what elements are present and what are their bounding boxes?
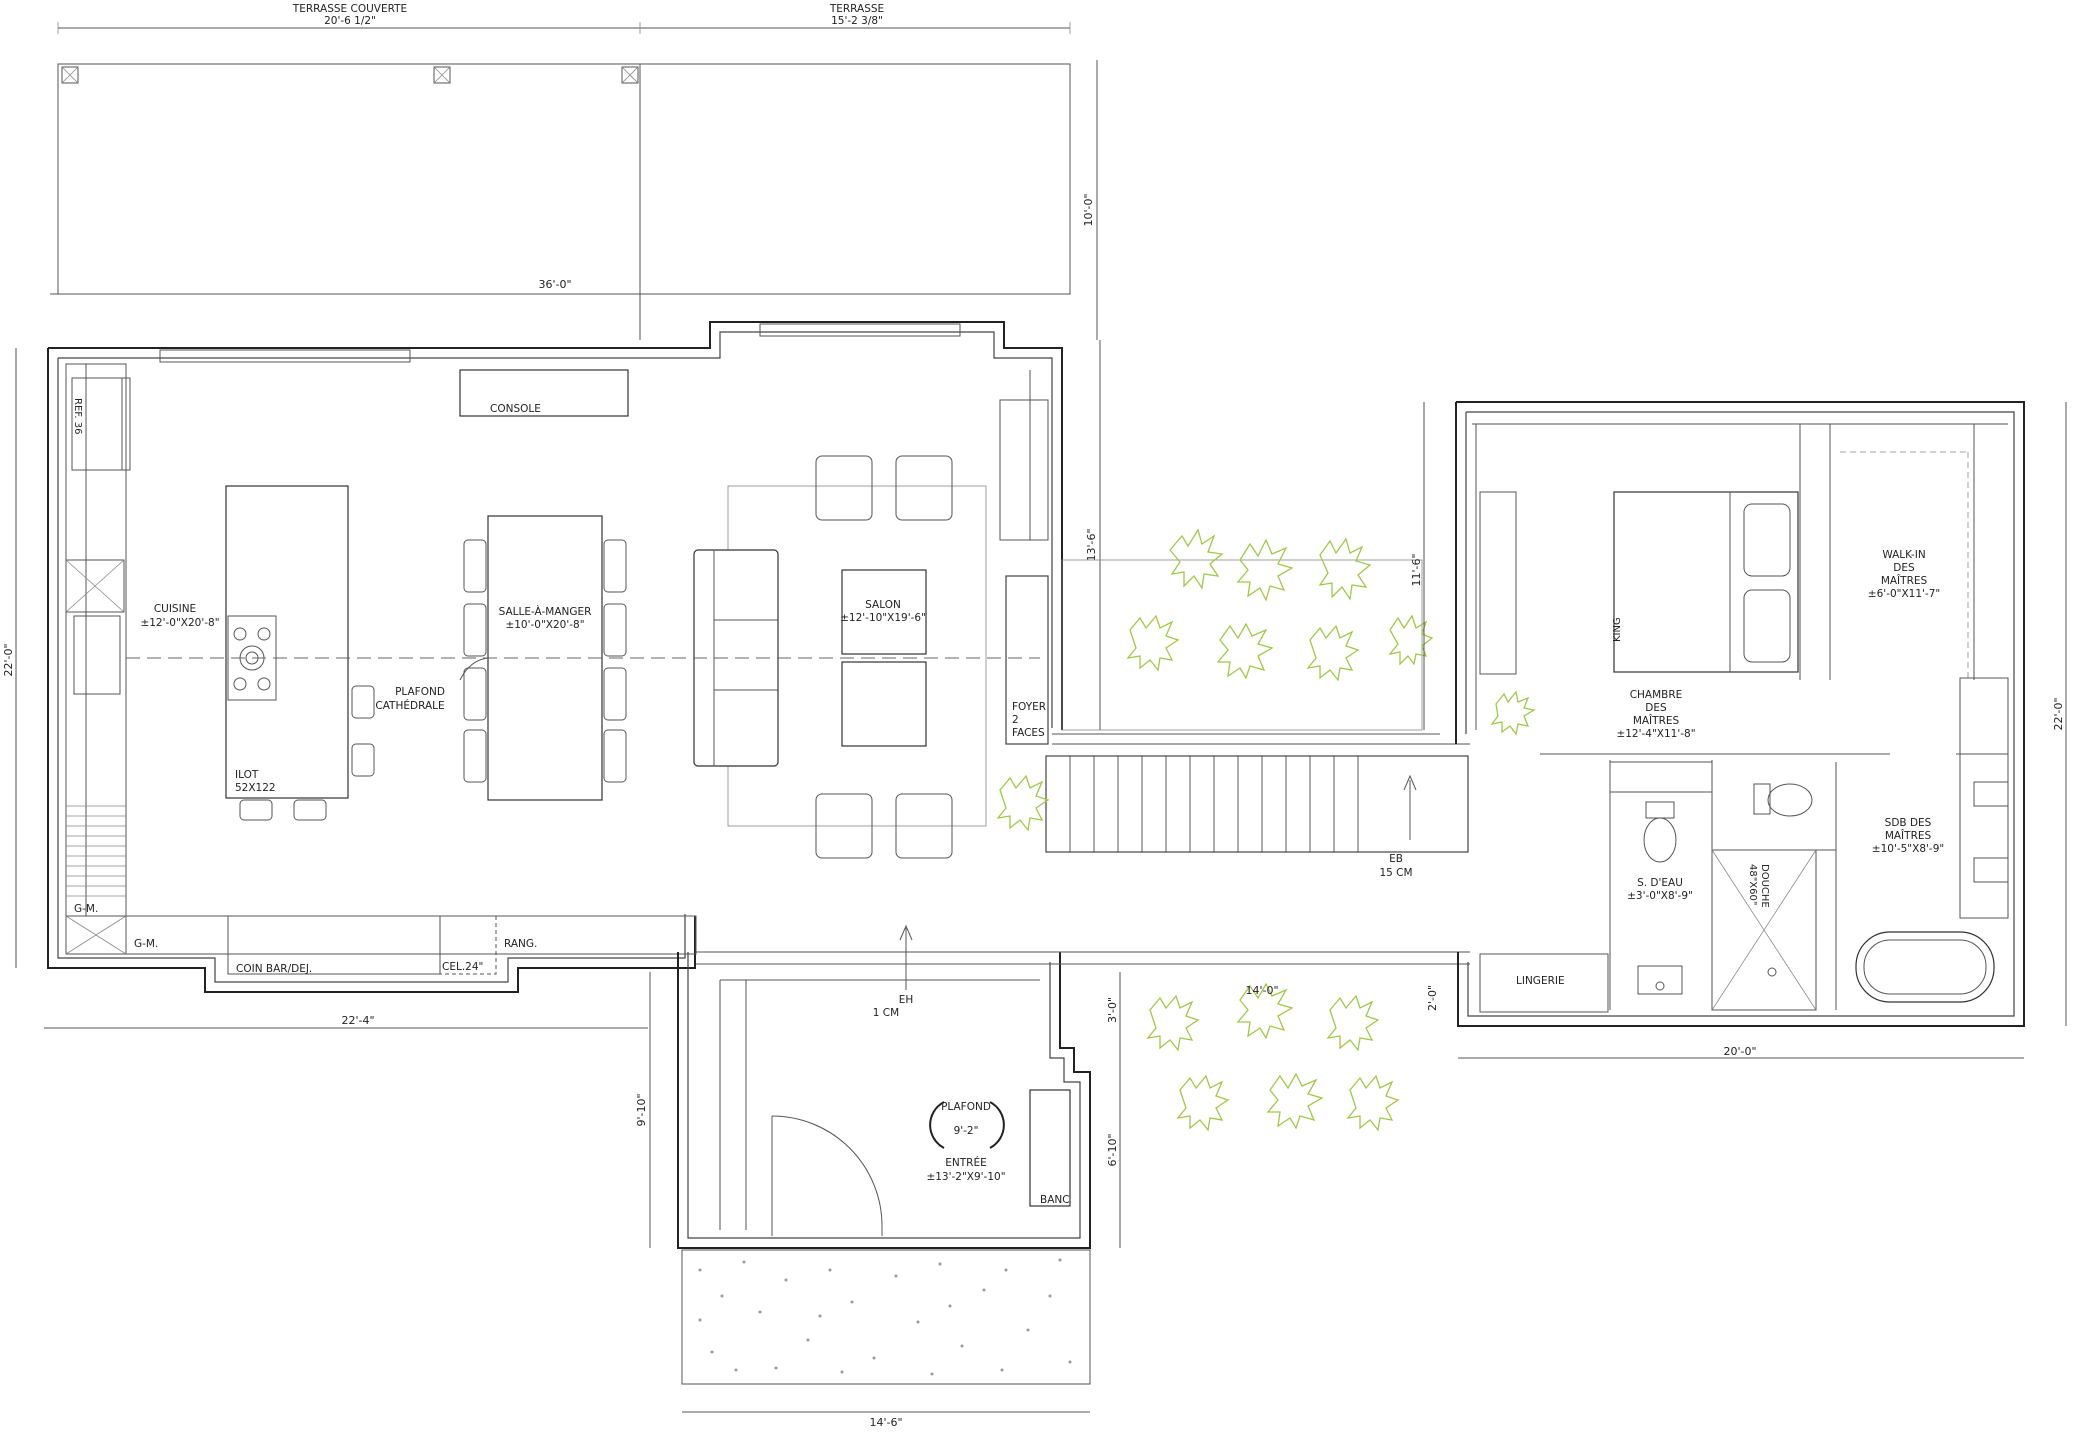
cuisine-dim: ±12'-0"X20'-8" — [140, 617, 219, 629]
salle-label: SALLE-À-MANGER — [499, 605, 592, 618]
dim-2-0: 2'-0" — [1426, 985, 1439, 1011]
dim-11-6: 11'-6" — [1410, 553, 1423, 586]
sdb-dim: ±10'-5"X8'-9" — [1872, 843, 1944, 855]
coffee-table-2 — [841, 661, 927, 747]
dim-14-0: 14'-0" — [1245, 984, 1278, 997]
post-markers — [61, 66, 639, 84]
dim-22-left: 22'-0" — [2, 643, 15, 676]
gravel-area — [681, 1249, 1091, 1385]
dim-20-0: 20'-0" — [1723, 1045, 1756, 1058]
bathtub — [1855, 931, 1995, 1003]
douche-dim: 48"X60" — [1747, 864, 1758, 906]
cathedrale-label: CATHÉDRALE — [375, 699, 444, 712]
entree-dim: ±13'-2"X9'-10" — [926, 1171, 1005, 1183]
cel-label: CEL.24" — [442, 961, 483, 973]
dim-14-6: 14'-6" — [869, 1416, 902, 1429]
dim-6-10: 6'-10" — [1106, 1133, 1119, 1166]
s-deau-label: S. D'EAU — [1637, 877, 1683, 889]
banc-label: BANC — [1040, 1194, 1070, 1206]
terrasse-couverte-dim: 20'-6 1/2" — [324, 15, 376, 27]
walkin-label-1: WALK-IN — [1882, 549, 1925, 561]
terrasse-couverte-label: TERRASSE COUVERTE — [292, 3, 407, 15]
dim-10: 10'-0" — [1082, 193, 1095, 226]
gm-label-2: G-M. — [134, 938, 158, 950]
chambre-label-1: CHAMBRE — [1630, 689, 1683, 701]
entree-label: ENTRÉE — [945, 1156, 986, 1169]
douche-label: DOUCHE — [1759, 864, 1770, 908]
foyer-label-3: FACES — [1012, 727, 1045, 739]
dim-13-6: 13'-6" — [1085, 528, 1098, 561]
entrance-walls — [677, 924, 1470, 1249]
dim-9-10: 9'-10" — [635, 1093, 648, 1126]
chambre-label-2: DES — [1645, 702, 1667, 714]
rang-label: RANG. — [504, 938, 537, 950]
plafond-entree-label: PLAFOND — [941, 1101, 991, 1113]
cuisine-label: CUISINE — [154, 603, 196, 615]
sdb-label-2: MAÎTRES — [1885, 829, 1932, 842]
main-walls — [47, 321, 1063, 993]
dim-22-right: 22'-0" — [2052, 697, 2065, 730]
kitchen-island — [225, 485, 349, 799]
staircase — [1045, 733, 1470, 853]
dining-chairs — [463, 539, 627, 783]
planter-bottom — [1146, 982, 1400, 1132]
master-suite-walls — [1455, 401, 2025, 1027]
gm-label-1: G-M. — [74, 903, 98, 915]
walkin-dim: ±6'-0"X11'-7" — [1868, 588, 1940, 600]
foyer-label-1: FOYER — [1012, 701, 1046, 713]
ilot-label: ILOT — [235, 769, 259, 781]
s-deau-dim: ±3'-0"X8'-9" — [1627, 890, 1693, 902]
eb-dim: 15 CM — [1379, 867, 1412, 879]
terrasse-dim: 15'-2 3/8" — [831, 15, 883, 27]
foyer-label-2: 2 — [1012, 714, 1019, 726]
dim-3-0: 3'-0" — [1106, 997, 1119, 1023]
eh-dim: 1 CM — [873, 1007, 899, 1019]
coin-bar-label: COIN BAR/DEJ. — [236, 963, 312, 975]
ref-label: REF. 36 — [72, 398, 83, 435]
salon-label: SALON — [865, 599, 901, 611]
walkin-label-2: DES — [1893, 562, 1915, 574]
terrasse-label: TERRASSE — [829, 3, 884, 15]
planter-top — [996, 528, 1536, 832]
walkin-label-3: MAÎTRES — [1881, 574, 1928, 587]
salle-dim: ±10'-0"X20'-8" — [505, 619, 584, 631]
terrace-area — [57, 22, 1071, 340]
sdb-label-1: SDB DES — [1885, 817, 1932, 829]
chambre-dim: ±12'-4"X11'-8" — [1616, 728, 1695, 740]
chambre-label-3: MAÎTRES — [1633, 714, 1680, 727]
armchairs — [815, 455, 953, 859]
ilot-dim: 52X122 — [235, 782, 276, 794]
salon-dim: ±12'-10"X19'-6" — [840, 612, 926, 624]
king-bed — [1613, 491, 1799, 673]
king-label: KING — [1612, 617, 1623, 642]
eh-label: EH — [899, 994, 914, 1006]
dim-36: 36'-0" — [538, 278, 571, 291]
lingerie-label: LINGERIE — [1516, 975, 1565, 987]
plafond-label: PLAFOND — [395, 686, 445, 698]
eb-label: EB — [1389, 853, 1403, 865]
dim-22-4: 22'-4" — [341, 1014, 374, 1027]
coffee-table-1 — [841, 569, 927, 655]
counter-hatch — [66, 805, 126, 897]
console-label: CONSOLE — [490, 403, 541, 415]
plafond-height: 9'-2" — [954, 1125, 979, 1137]
